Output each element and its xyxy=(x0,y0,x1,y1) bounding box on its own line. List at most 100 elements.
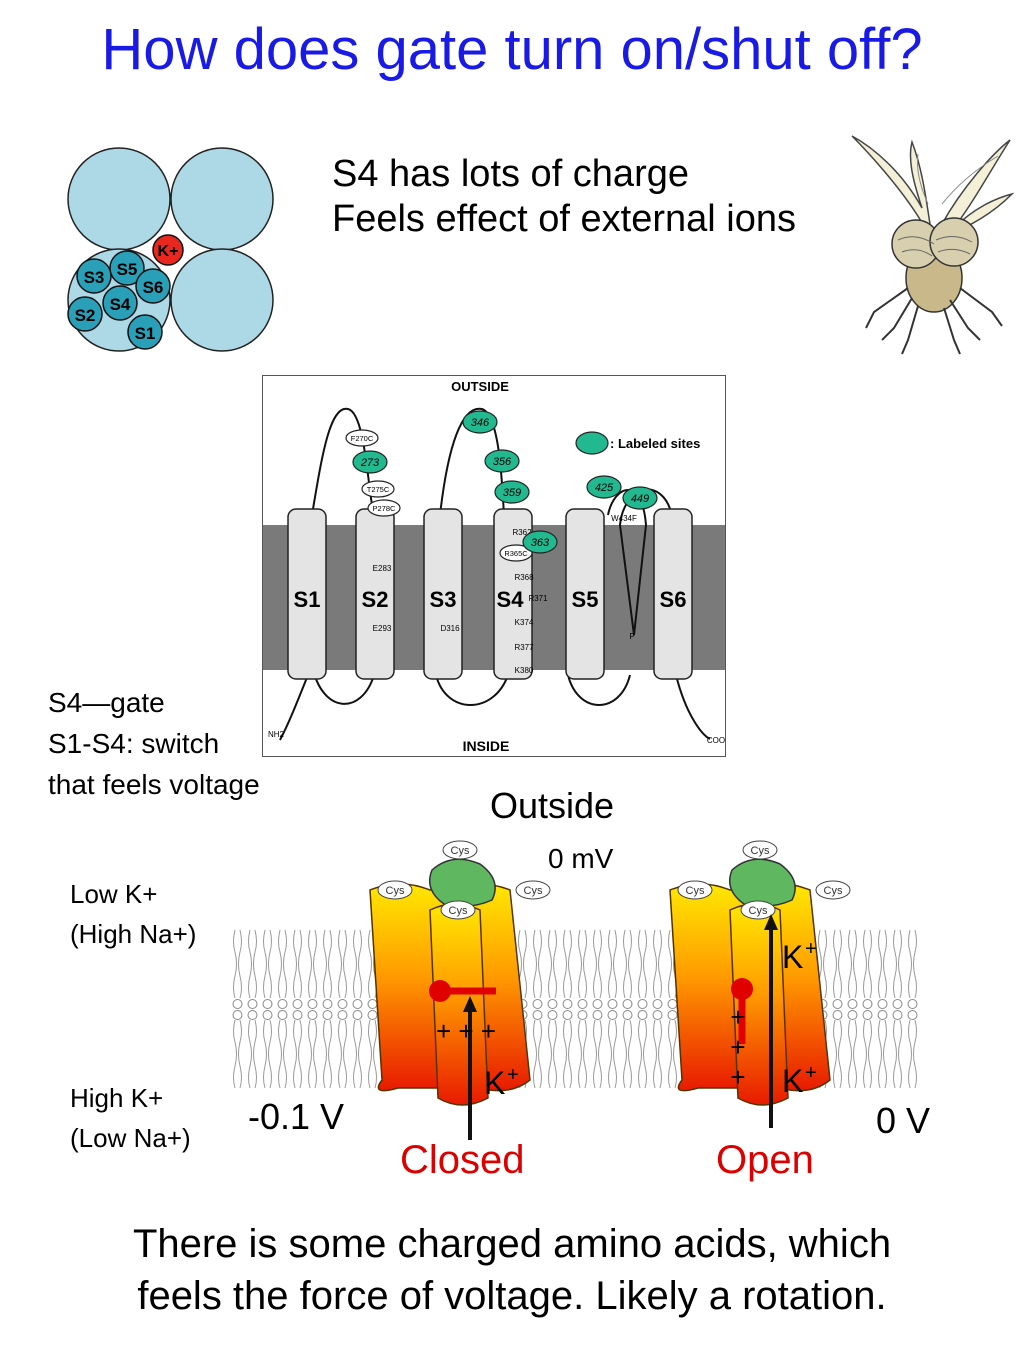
site-t275c xyxy=(361,480,395,498)
closed-state-label: Closed xyxy=(400,1138,525,1182)
s4-gate-note-line-2: S1-S4: switch xyxy=(48,728,220,759)
labeled-sites xyxy=(352,410,658,554)
low-k-line-2: (High Na+) xyxy=(70,919,197,949)
site-273 xyxy=(352,450,388,474)
residue-r377: R377 xyxy=(514,643,534,652)
open-k-plus-bottom: + xyxy=(805,1062,817,1084)
outside-label: Outside xyxy=(490,785,615,826)
cys-mid-open xyxy=(740,900,776,920)
site-label-r365c: R365C xyxy=(504,549,528,558)
site-label-273: 273 xyxy=(360,457,380,469)
site-p278c xyxy=(367,499,401,517)
open-charge-2: + xyxy=(730,1032,745,1062)
subunit-circle-bottom-right xyxy=(170,248,274,352)
outside-label: OUTSIDE xyxy=(451,379,509,394)
site-356 xyxy=(484,449,520,473)
open-k-ion-top: K xyxy=(782,939,803,975)
high-k-line-2: (Low Na+) xyxy=(70,1123,191,1153)
cys-top-open-label: Cys xyxy=(751,845,770,857)
closed-gate-knob xyxy=(429,980,451,1002)
segment-s3 xyxy=(76,258,112,294)
segment-s6 xyxy=(135,268,171,304)
helix-label-s1: S1 xyxy=(294,587,321,612)
s4-gate-note: S4—gate S1-S4: switch that feels voltage xyxy=(48,682,260,805)
segment-label-s1: S1 xyxy=(135,324,156,343)
high-k-label: High K+ (Low Na+) xyxy=(70,1078,191,1158)
pore-p: P xyxy=(629,632,634,641)
site-label-356: 356 xyxy=(493,456,512,468)
page-title: How does gate turn on/shut off? xyxy=(101,17,923,82)
residue-k374: K374 xyxy=(515,618,534,627)
legend-site-swatch xyxy=(575,431,609,455)
residue-k380: K380 xyxy=(515,666,534,675)
s4-note-line-2: Feels effect of external ions xyxy=(332,198,796,240)
labeled-site-labels: 346 273 356 359 363 425 449 xyxy=(360,417,649,549)
open-k-plus-top: + xyxy=(805,938,817,960)
closed-k-plus: + xyxy=(507,1064,519,1086)
open-k-ion-bottom: K xyxy=(782,1063,803,1099)
cys-top-closed xyxy=(442,840,478,860)
unlabeled-site-labels: F270C T275C P278C R365C xyxy=(351,434,529,558)
channel-gating-diagram: Cys Cys Cys Cys + + + K + Cys Cys Cys Cy… xyxy=(230,840,920,1140)
helix-labels: S1 S2 S3 S4 S5 S6 xyxy=(294,587,687,612)
conclusion-text: There is some charged amino acids, which… xyxy=(0,1218,1024,1322)
pore-w434f: W434F xyxy=(611,514,637,523)
segment-label-s4: S4 xyxy=(110,295,131,314)
site-label-346: 346 xyxy=(471,417,490,429)
segment-label-s2: S2 xyxy=(75,306,96,325)
conclusion-line-2: feels the force of voltage. Likely a rot… xyxy=(137,1274,887,1318)
open-charge-1: + xyxy=(730,1002,745,1032)
closed-voltage: -0.1 V xyxy=(248,1096,345,1137)
site-label-425: 425 xyxy=(595,482,614,494)
closed-charges: + + + xyxy=(436,1016,496,1046)
site-label-359: 359 xyxy=(503,487,521,499)
closed-k-arrowhead xyxy=(463,996,477,1012)
high-k-line-1: High K+ xyxy=(70,1083,164,1113)
helix-s5 xyxy=(565,508,605,680)
site-label-t275c: T275C xyxy=(367,485,390,494)
residue-e293: E293 xyxy=(373,624,392,633)
open-state-label: Open xyxy=(716,1138,814,1182)
helix-s6 xyxy=(653,508,693,680)
closed-channel: Cys Cys Cys Cys + + + K + xyxy=(369,840,551,1140)
cys-mid-closed-label: Cys xyxy=(449,905,468,917)
subunit-circle-top-left xyxy=(67,147,171,251)
cys-top-closed-label: Cys xyxy=(451,845,470,857)
site-label-p278c: P278C xyxy=(373,504,397,513)
fly-illustration xyxy=(851,135,1015,355)
s4-gate-note-line-3: that feels voltage xyxy=(48,769,260,800)
segment-label-s3: S3 xyxy=(84,268,105,287)
closed-channel-body-front xyxy=(429,903,489,1106)
open-channel: Cys Cys Cys Cys + + + K + K + xyxy=(669,840,851,1128)
low-k-label: Low K+ (High Na+) xyxy=(70,874,196,954)
c-terminus: COO xyxy=(707,736,725,745)
site-label-449: 449 xyxy=(631,493,649,505)
conclusion-line-1: There is some charged amino acids, which xyxy=(132,1222,892,1266)
cys-left-closed xyxy=(377,880,413,900)
cys-left-open-label: Cys xyxy=(686,885,705,897)
legend-label: : Labeled sites xyxy=(610,436,700,451)
s1-s6-topology-diagram: OUTSIDE INSIDE S1 S2 S3 S4 S5 S6 E283 E2… xyxy=(262,375,726,757)
site-r365c xyxy=(499,544,533,562)
zero-mv-label: 0 mV xyxy=(548,843,614,874)
subunit-cross-section: S3 S5 S6 S2 S4 S1 K+ xyxy=(67,147,274,352)
open-k-arrowhead xyxy=(764,914,778,930)
cys-left-closed-label: Cys xyxy=(386,885,405,897)
site-363 xyxy=(522,530,558,554)
cys-right-closed xyxy=(515,880,551,900)
open-voltage: 0 V xyxy=(876,1100,931,1141)
k-ion-label: K+ xyxy=(158,243,179,260)
helix-s1 xyxy=(287,508,327,680)
residue-d316: D316 xyxy=(440,624,460,633)
unlabeled-sites xyxy=(345,429,533,562)
cys-right-open-label: Cys xyxy=(824,885,843,897)
residue-r371: R371 xyxy=(528,594,548,603)
s4-note-line-1: S4 has lots of charge xyxy=(332,153,689,195)
cys-mid-closed xyxy=(440,900,476,920)
cys-right-open xyxy=(815,880,851,900)
helix-label-s2: S2 xyxy=(362,587,389,612)
residue-r362: R362 xyxy=(512,528,532,537)
cys-mid-open-label: Cys xyxy=(749,905,768,917)
residue-labels: E283 E293 D316 R362 R368 R371 K374 R377 … xyxy=(268,514,725,745)
open-channel-toxin xyxy=(729,858,796,907)
